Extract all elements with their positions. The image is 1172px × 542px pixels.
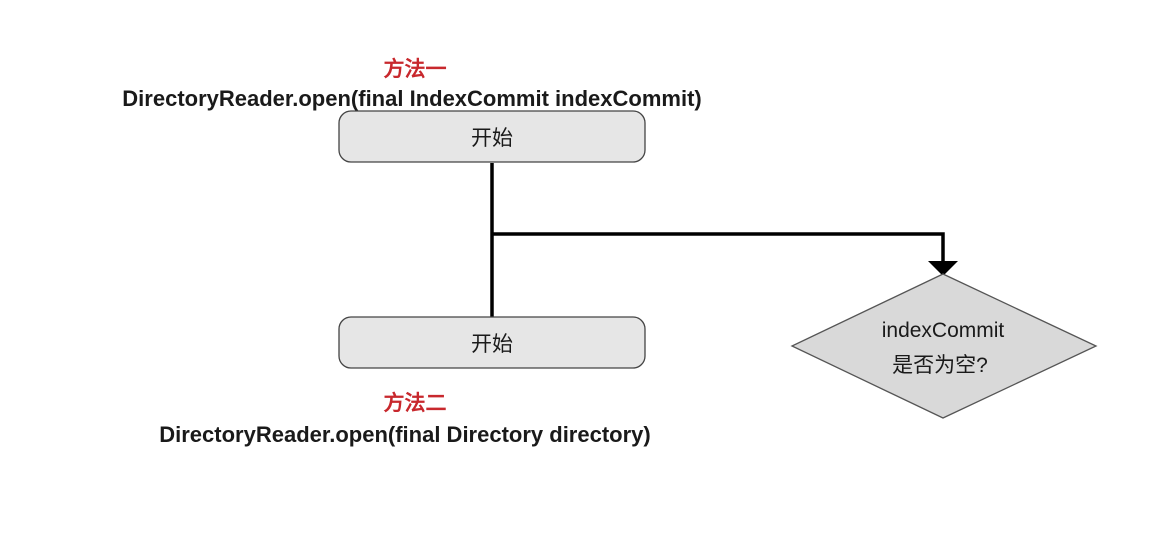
decision-node[interactable]: indexCommit 是否为空?	[790, 273, 1098, 419]
start-node-bottom[interactable]: 开始	[338, 316, 646, 369]
start-node-bottom-box[interactable]	[338, 316, 646, 369]
decision-diamond[interactable]	[790, 273, 1098, 419]
method-one-signature: DirectoryReader.open(final IndexCommit i…	[122, 86, 701, 111]
method-one-heading: 方法一	[384, 57, 447, 81]
decision-label-line1: indexCommit	[882, 319, 1005, 342]
start-node-bottom-label: 开始	[471, 332, 513, 356]
start-node-top[interactable]: 开始	[338, 110, 646, 163]
start-node-top-label: 开始	[471, 126, 513, 150]
start-node-top-box[interactable]	[338, 110, 646, 163]
method-two-heading: 方法二	[384, 391, 447, 415]
branch-connector	[492, 232, 945, 263]
decision-label-line2: 是否为空?	[892, 354, 988, 377]
method-two-signature: DirectoryReader.open(final Directory dir…	[159, 422, 650, 447]
connector-group	[490, 163, 958, 318]
arrowhead-icon	[928, 261, 958, 276]
